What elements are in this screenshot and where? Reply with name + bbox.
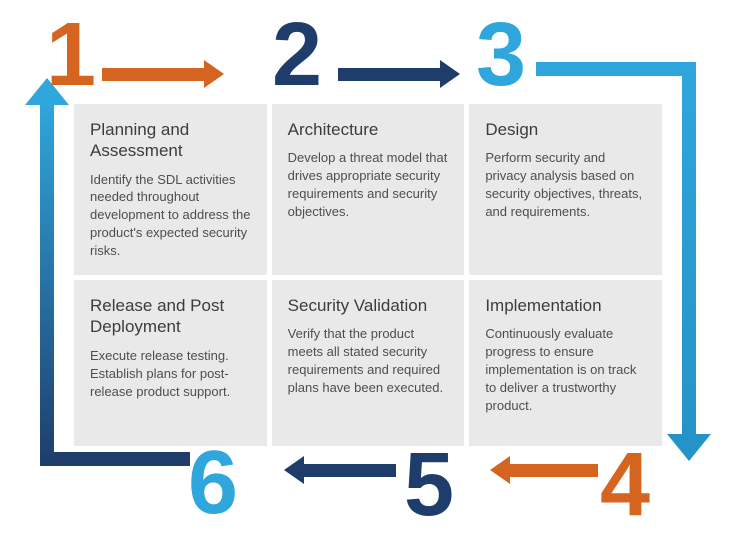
arrow-3-to-4-vertical-segment	[682, 62, 696, 434]
card-title: Planning and Assessment	[90, 120, 190, 161]
arrow-head-right-icon	[440, 60, 460, 88]
step-number-3: 3	[476, 5, 526, 105]
arrow-shaft	[304, 463, 396, 477]
card-body: Perform security and privacy analysis ba…	[485, 150, 643, 220]
arrow-2-to-3-icon	[338, 60, 460, 88]
step-number-5: 5	[404, 435, 454, 535]
arrow-shaft	[338, 67, 440, 81]
card-title: Release and Post Deployment	[90, 296, 225, 337]
card-security-validation: Security Validation Verify that the prod…	[271, 280, 465, 446]
arrow-shaft	[102, 67, 204, 81]
card-body: Continuously evaluate progress to ensure…	[485, 326, 637, 414]
arrow-head-down-icon	[667, 434, 711, 461]
cards-grid: Planning and Assessment Identify the SDL…	[74, 104, 662, 446]
card-title: Architecture	[287, 120, 379, 139]
arrow-6-to-1-horizontal-segment	[40, 452, 190, 466]
card-architecture: Architecture Develop a threat model that…	[271, 104, 465, 276]
arrow-head-left-icon	[490, 456, 510, 484]
card-body: Execute release testing. Establish plans…	[90, 347, 231, 399]
card-planning-and-assessment: Planning and Assessment Identify the SDL…	[74, 104, 267, 276]
arrow-5-to-6-icon	[284, 456, 396, 484]
arrow-1-to-2-icon	[102, 60, 224, 88]
arrow-head-up-icon	[25, 78, 69, 105]
arrow-head-right-icon	[204, 60, 224, 88]
card-release-and-post-deployment: Release and Post Deployment Execute rele…	[74, 280, 267, 446]
arrow-shaft	[510, 463, 598, 477]
card-title: Security Validation	[287, 296, 428, 316]
card-title: Implementation	[485, 296, 602, 316]
arrow-head-left-icon	[284, 456, 304, 484]
card-title: Design	[485, 120, 539, 139]
step-number-6: 6	[188, 433, 238, 533]
arrow-6-to-1-vertical-segment	[40, 104, 54, 466]
arrow-4-to-5-icon	[490, 456, 598, 484]
card-body: Identify the SDL activities needed throu…	[90, 171, 251, 259]
arrow-3-to-4-horizontal-segment	[536, 62, 696, 76]
card-body: Develop a threat model that drives appro…	[287, 150, 448, 220]
step-number-1: 1	[46, 5, 96, 105]
card-body: Verify that the product meets all stated…	[287, 326, 444, 396]
step-number-4: 4	[600, 435, 650, 535]
step-number-2: 2	[272, 5, 322, 105]
card-design: Design Perform security and privacy anal…	[469, 104, 662, 276]
card-implementation: Implementation Continuously evaluate pro…	[469, 280, 662, 446]
